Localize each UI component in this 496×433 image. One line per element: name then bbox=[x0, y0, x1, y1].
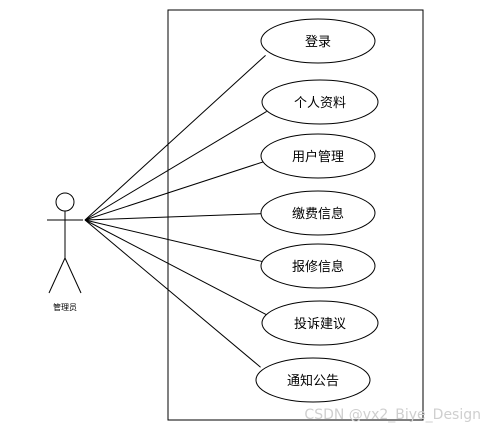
actor-figure bbox=[47, 192, 83, 294]
association-line-complaint-suggestion bbox=[84, 219, 267, 316]
use-case-ellipse-payment-info[interactable] bbox=[260, 190, 376, 236]
actor-right-leg bbox=[64, 257, 82, 294]
use-case-complaint-suggestion[interactable]: 投诉建议 bbox=[261, 300, 379, 346]
association-line-announcement bbox=[84, 219, 261, 368]
use-case-payment-info[interactable]: 缴费信息 bbox=[260, 190, 376, 236]
use-case-label-complaint-suggestion: 投诉建议 bbox=[294, 316, 346, 332]
system-boundary bbox=[167, 9, 424, 421]
association-line-repair-info bbox=[84, 219, 266, 263]
use-case-ellipse-user-management[interactable] bbox=[260, 133, 376, 179]
association-lines bbox=[84, 54, 267, 368]
use-case-ellipse-announcement[interactable] bbox=[255, 357, 371, 403]
actor-label: 管理员 bbox=[53, 302, 77, 312]
association-line-profile bbox=[84, 111, 267, 221]
use-case-label-login: 登录 bbox=[305, 35, 331, 50]
actor-left-leg bbox=[48, 257, 66, 294]
use-case-user-management[interactable]: 用户管理 bbox=[260, 133, 376, 179]
use-case-label-profile: 个人资料 bbox=[294, 96, 346, 111]
use-case-label-announcement: 通知公告 bbox=[287, 373, 339, 389]
use-case-announcement[interactable]: 通知公告 bbox=[255, 357, 371, 403]
use-case-repair-info[interactable]: 报修信息 bbox=[260, 243, 376, 289]
use-case-ellipse-complaint-suggestion[interactable] bbox=[261, 300, 379, 346]
use-case-ellipse-repair-info[interactable] bbox=[260, 243, 376, 289]
use-case-label-user-management: 用户管理 bbox=[292, 149, 344, 165]
use-case-ellipse-profile[interactable] bbox=[261, 79, 379, 125]
association-line-payment-info bbox=[84, 213, 266, 221]
association-line-user-management bbox=[84, 160, 266, 221]
association-line-login bbox=[84, 54, 266, 221]
use-case-ellipse-login[interactable] bbox=[260, 18, 376, 64]
use-case-profile[interactable]: 个人资料 bbox=[261, 79, 379, 125]
actor-head bbox=[55, 192, 75, 212]
use-case-label-repair-info: 报修信息 bbox=[292, 259, 344, 275]
use-case-login[interactable]: 登录 bbox=[260, 18, 376, 64]
watermark: CSDN @vx2_Biye_Design bbox=[304, 407, 481, 423]
use-case-label-payment-info: 缴费信息 bbox=[292, 206, 344, 222]
